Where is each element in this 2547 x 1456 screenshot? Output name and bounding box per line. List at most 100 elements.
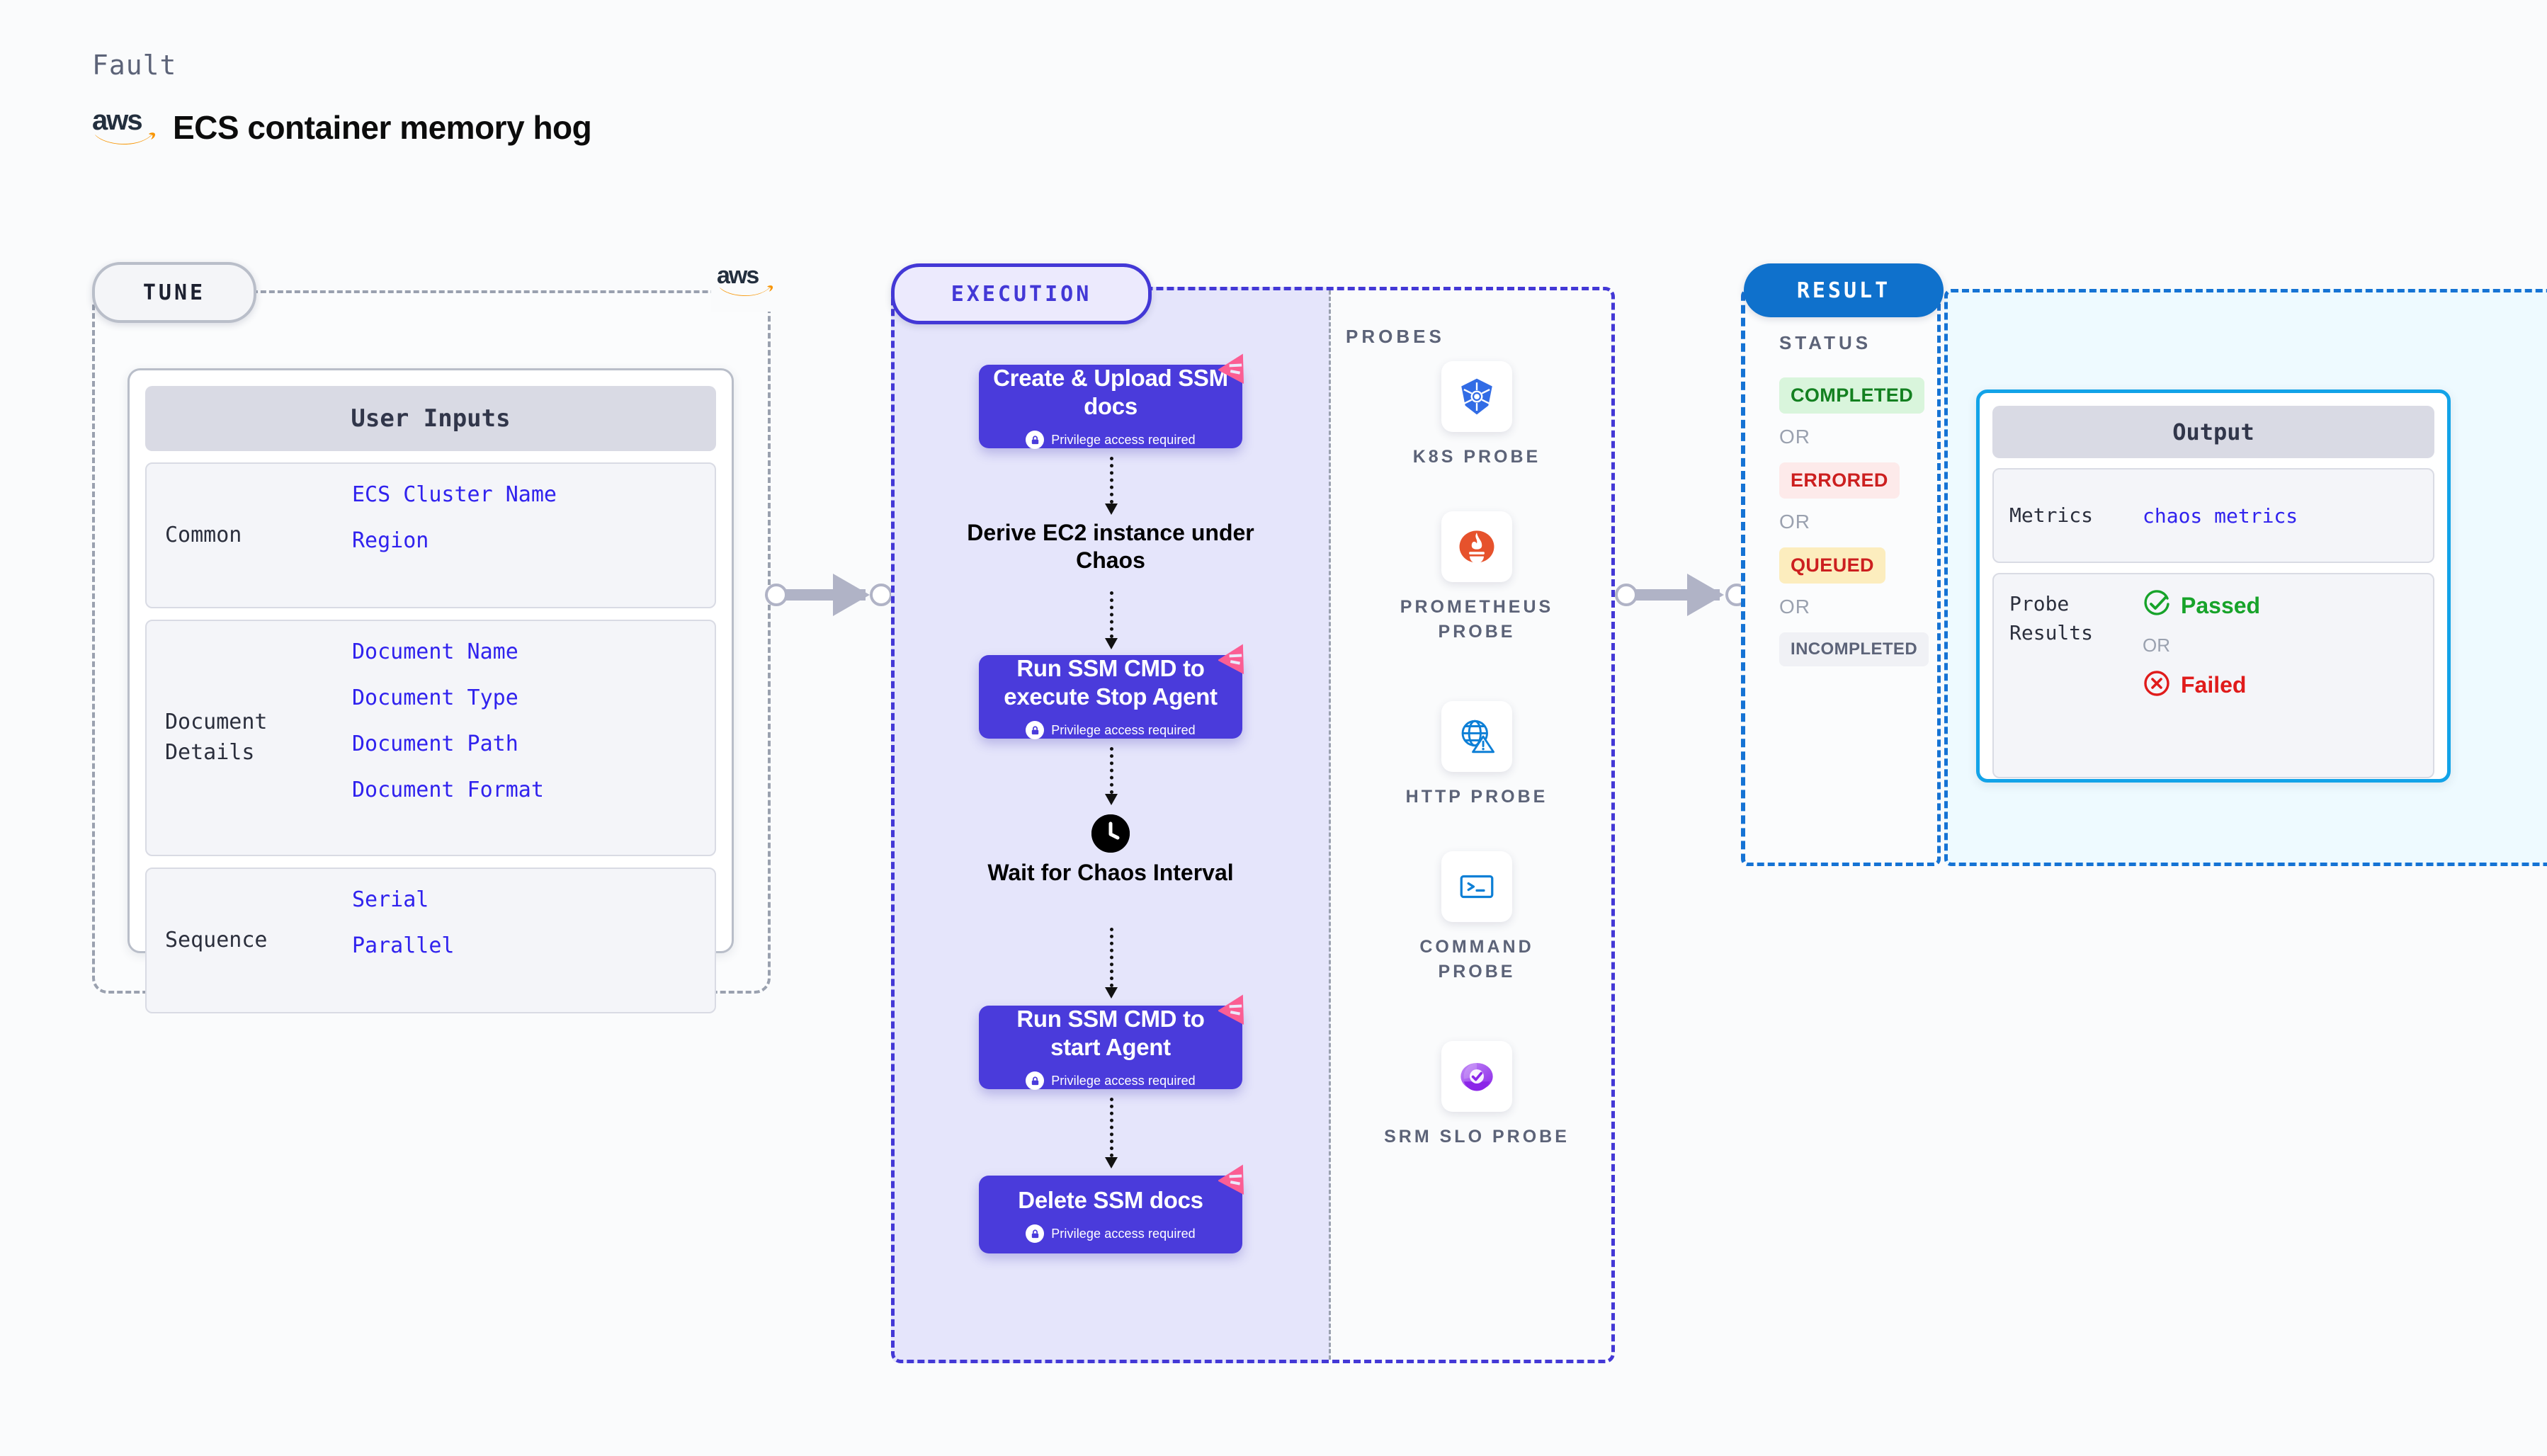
title-row: aws ECS container memory hog xyxy=(92,105,592,147)
input-sequence-parallel[interactable]: Parallel xyxy=(352,933,455,958)
flow-connector xyxy=(1105,591,1118,649)
clock-icon xyxy=(1091,814,1130,853)
status-badge-completed: COMPLETED xyxy=(1779,377,1925,414)
status-label: STATUS xyxy=(1779,332,1872,353)
execution-node-run-ssm-cmd-stop-agent[interactable]: Run SSM CMD to execute Stop Agent Privil… xyxy=(979,644,1244,740)
group-key: Common xyxy=(165,522,242,547)
privilege-text: Privilege access required xyxy=(1051,1226,1196,1241)
probes-label: PROBES xyxy=(1346,326,1445,347)
aws-logo-icon: aws xyxy=(92,105,157,147)
globe-warning-icon xyxy=(1441,701,1512,772)
or-separator: OR xyxy=(1779,511,1810,533)
user-inputs-title: User Inputs xyxy=(145,386,716,451)
srm-slo-icon xyxy=(1441,1041,1512,1112)
result-pill-label: RESULT xyxy=(1744,263,1944,317)
kubernetes-icon xyxy=(1441,361,1512,432)
flow-connector xyxy=(1105,1098,1118,1168)
fault-kicker: Fault xyxy=(92,50,177,81)
lock-icon xyxy=(1026,1224,1045,1244)
terminal-icon xyxy=(1441,851,1512,922)
page-title: ECS container memory hog xyxy=(173,109,592,146)
result-status-panel: STATUS COMPLETED OR ERRORED OR QUEUED OR… xyxy=(1741,289,1941,866)
execution-node-create-upload-ssm-docs[interactable]: Create & Upload SSM docs Privilege acces… xyxy=(979,353,1244,450)
passed-label: Passed xyxy=(2181,593,2261,618)
aws-smile-icon xyxy=(93,130,156,146)
privilege-note: Privilege access required xyxy=(1026,721,1196,740)
probe-label: SRM SLO PROBE xyxy=(1384,1127,1570,1147)
privilege-note: Privilege access required xyxy=(1026,1224,1196,1244)
privilege-text: Privilege access required xyxy=(1051,722,1196,737)
privilege-text: Privilege access required xyxy=(1051,432,1196,447)
probe-item-srm-slo[interactable]: SRM SLO PROBE xyxy=(1378,1041,1576,1149)
output-probe-results-row: Probe Results Passed OR Failed xyxy=(1992,573,2434,778)
status-badge-queued: QUEUED xyxy=(1779,547,1885,584)
x-circle-icon xyxy=(2143,669,2171,701)
execution-pill-label: EXECUTION xyxy=(891,263,1152,324)
input-document-path[interactable]: Document Path xyxy=(352,732,518,756)
group-key: Sequence xyxy=(165,927,268,952)
lock-icon xyxy=(1026,431,1045,450)
input-document-format[interactable]: Document Format xyxy=(352,778,544,802)
user-inputs-card: User Inputs Common ECS Cluster Name Regi… xyxy=(127,368,734,1013)
probe-item-http[interactable]: HTTP PROBE xyxy=(1378,701,1576,809)
flow-connector xyxy=(1105,747,1118,805)
tune-aws-logo-icon: aws xyxy=(711,261,789,312)
privilege-note: Privilege access required xyxy=(1026,1071,1196,1091)
execution-node-run-ssm-cmd-start-agent[interactable]: Run SSM CMD to start Agent Privilege acc… xyxy=(979,994,1244,1091)
aws-smile-icon xyxy=(718,283,773,299)
aws-wordmark: aws xyxy=(92,105,143,136)
output-card: Output Metrics chaos metrics Probe Resul… xyxy=(1976,389,2451,783)
flow-connector xyxy=(1105,457,1118,515)
probe-item-k8s[interactable]: K8S PROBE xyxy=(1378,361,1576,470)
output-metrics-row: Metrics chaos metrics xyxy=(1992,468,2434,563)
input-sequence-serial[interactable]: Serial xyxy=(352,887,429,912)
lock-icon xyxy=(1026,721,1045,740)
probe-results-key: Probe Results xyxy=(2009,592,2094,644)
execution-node-delete-ssm-docs[interactable]: Delete SSM docs Privilege access require… xyxy=(979,1164,1244,1253)
output-title: Output xyxy=(1992,406,2434,458)
node-label: Delete SSM docs xyxy=(1018,1186,1203,1213)
status-badge-incompleted: INCOMPLETED xyxy=(1779,632,1929,666)
probe-result-passed: Passed xyxy=(2143,590,2433,622)
probes-column: PROBES K8S PROBE PROMETHEUS PROBE xyxy=(1342,297,1611,1346)
probe-label: PROMETHEUS PROBE xyxy=(1400,597,1554,642)
probe-item-prometheus[interactable]: PROMETHEUS PROBE xyxy=(1378,511,1576,644)
tune-group-document-details: Document Details Document Name Document … xyxy=(145,620,716,856)
tune-pill-label: TUNE xyxy=(92,262,256,323)
node-label: Run SSM CMD to execute Stop Agent xyxy=(1004,654,1218,710)
probe-label: HTTP PROBE xyxy=(1405,787,1548,807)
probe-result-failed: Failed xyxy=(2143,669,2433,701)
input-document-type[interactable]: Document Type xyxy=(352,686,518,710)
tune-group-common: Common ECS Cluster Name Region xyxy=(145,462,716,608)
or-separator: OR xyxy=(2143,635,2170,656)
chaos-badge-icon xyxy=(1218,1164,1244,1195)
chaos-badge-icon xyxy=(1218,353,1244,384)
privilege-text: Privilege access required xyxy=(1051,1073,1196,1088)
chaos-badge-icon xyxy=(1218,644,1244,674)
metrics-value[interactable]: chaos metrics xyxy=(2143,504,2298,528)
probe-label: K8S PROBE xyxy=(1412,447,1541,467)
or-separator: OR xyxy=(1779,426,1810,448)
group-key: Document Details xyxy=(165,710,268,765)
probe-label: COMMAND PROBE xyxy=(1419,937,1534,982)
metrics-key: Metrics xyxy=(2009,503,2094,527)
check-circle-icon xyxy=(2143,590,2171,622)
input-ecs-cluster-name[interactable]: ECS Cluster Name xyxy=(352,482,557,507)
node-label: Run SSM CMD to start Agent xyxy=(1016,1005,1205,1060)
lock-icon xyxy=(1026,1071,1045,1091)
failed-label: Failed xyxy=(2181,672,2247,698)
probe-item-command[interactable]: COMMAND PROBE xyxy=(1378,851,1576,984)
input-document-name[interactable]: Document Name xyxy=(352,639,518,664)
execution-step-derive-ec2-instance: Derive EC2 instance under Chaos xyxy=(962,519,1259,574)
execution-flow: Create & Upload SSM docs Privilege acces… xyxy=(891,287,1330,1363)
prometheus-icon xyxy=(1441,511,1512,582)
or-separator: OR xyxy=(1779,596,1810,618)
input-region[interactable]: Region xyxy=(352,528,429,553)
connector-tune-to-execution xyxy=(765,574,892,616)
privilege-note: Privilege access required xyxy=(1026,431,1196,450)
tune-group-sequence: Sequence Serial Parallel xyxy=(145,868,716,1013)
aws-wordmark: aws xyxy=(717,262,759,289)
flow-connector xyxy=(1105,928,1118,999)
status-badge-errored: ERRORED xyxy=(1779,462,1900,499)
execution-panel xyxy=(891,287,1615,1363)
